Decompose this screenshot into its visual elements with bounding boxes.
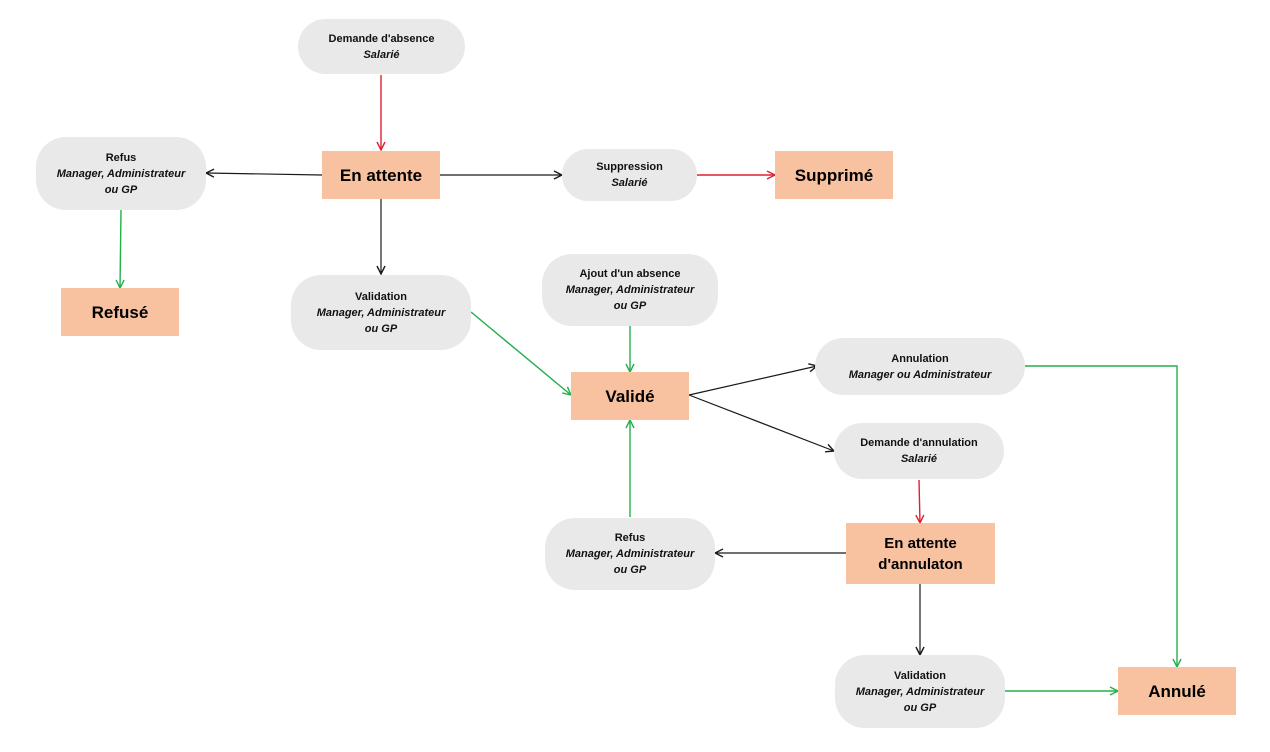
- action-title: Refus: [614, 532, 646, 544]
- status-supprime: Supprimé: [775, 151, 893, 199]
- action-demande-absence: Demande d'absence Salarié: [298, 19, 465, 74]
- edge-demande-annulation-to-en-attente-annulation: [919, 479, 920, 523]
- action-refus-top: Refus Manager, Administrateur ou GP: [36, 137, 206, 210]
- action-title: Demande d'annulation: [860, 437, 978, 449]
- action-title: Validation: [355, 290, 407, 303]
- action-role: Manager, Administrateur ou GP: [56, 167, 186, 196]
- edge-annulation-to-annule: [1025, 365, 1177, 667]
- action-role: Manager, Administrateur ou GP: [565, 284, 695, 312]
- edge-valide-to-demande-annulation: [688, 394, 834, 451]
- status-en-attente: En attente: [322, 151, 440, 199]
- action-role: Manager, Administrateur ou GP: [565, 548, 695, 576]
- status-annule: Annulé: [1118, 667, 1236, 715]
- action-role: Manager, Administrateur ou GP: [316, 306, 446, 335]
- action-role: Salarié: [363, 48, 400, 61]
- action-ajout-absence: Ajout d'un absence Manager, Administrate…: [542, 254, 718, 326]
- action-suppression: Suppression Salarié: [562, 149, 697, 201]
- status-refuse: Refusé: [61, 288, 179, 336]
- edge-refus-to-refuse: [120, 209, 121, 288]
- action-validation-top: Validation Manager, Administrateur ou GP: [291, 275, 471, 350]
- action-title: Suppression: [596, 161, 663, 173]
- status-valide: Validé: [571, 372, 689, 420]
- action-role: Salarié: [611, 177, 648, 189]
- action-annulation: Annulation Manager ou Administrateur: [815, 338, 1025, 395]
- edge-validation-to-valide: [470, 311, 571, 395]
- action-title: Refus: [105, 151, 137, 164]
- action-title: Ajout d'un absence: [579, 268, 681, 280]
- status-en-attente-annulation: En attente d'annulaton: [846, 523, 995, 584]
- action-role: Manager ou Administrateur: [848, 368, 992, 381]
- action-title: Validation: [894, 669, 946, 682]
- action-role: Manager, Administrateur ou GP: [855, 685, 985, 714]
- action-title: Demande d'absence: [328, 32, 435, 45]
- action-title: Annulation: [891, 352, 949, 365]
- edge-valide-to-annulation: [688, 366, 817, 396]
- action-demande-annulation: Demande d'annulation Salarié: [834, 423, 1004, 479]
- edge-en-attente-to-refus: [206, 173, 323, 175]
- action-refus-bottom: Refus Manager, Administrateur ou GP: [545, 518, 715, 590]
- action-role: Salarié: [900, 453, 938, 465]
- action-validation-bottom: Validation Manager, Administrateur ou GP: [835, 655, 1005, 728]
